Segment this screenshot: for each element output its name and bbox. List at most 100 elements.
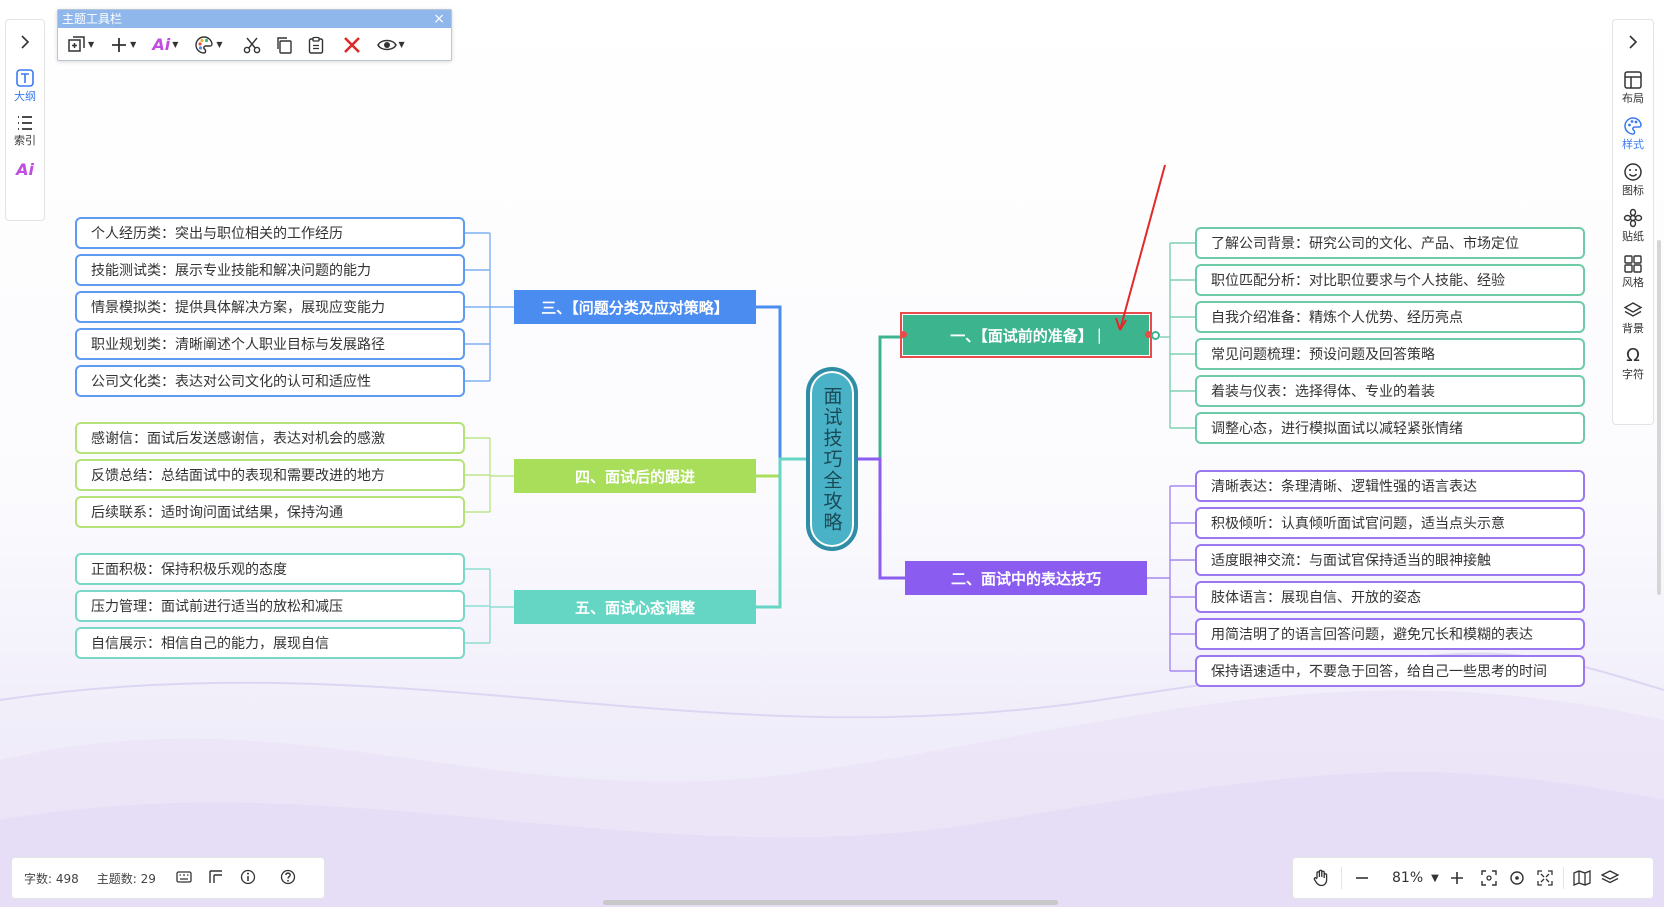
connector-line [858, 457, 905, 580]
subtopic-b2-4[interactable]: 肢体语言：展现自信、开放的姿态 [1195, 581, 1585, 613]
subtopic-b3-2[interactable]: 技能测试类：展示专业技能和解决问题的能力 [75, 254, 465, 286]
subtopic-label: 用简洁明了的语言回答问题，避免冗长和模糊的表达 [1211, 627, 1533, 643]
cut-button[interactable] [239, 31, 265, 59]
subtopic-b5-1[interactable]: 正面积极：保持积极乐观的态度 [75, 553, 465, 585]
status-bar: 字数: 498 主题数: 29 [11, 857, 325, 899]
subtopic-b2-6[interactable]: 保持语速适中，不要急于回答，给自己一些思考的时间 [1195, 655, 1585, 687]
branch-topic-4-label: 四、面试后的跟进 [574, 467, 695, 486]
info-icon[interactable] [240, 869, 256, 888]
vertical-scrollbar[interactable] [1657, 240, 1661, 595]
rail-stickers[interactable]: 贴纸 [1613, 208, 1653, 244]
sticker-icon [1623, 208, 1643, 228]
subtopic-b2-3[interactable]: 适度眼神交流：与面试官保持适当的眼神接触 [1195, 544, 1585, 576]
ai-icon: Ai [16, 160, 34, 179]
left-expand-button[interactable] [6, 34, 44, 50]
subtopic-b3-1[interactable]: 个人经历类：突出与职位相关的工作经历 [75, 217, 465, 249]
subtopic-b4-1[interactable]: 感谢信：面试后发送感谢信，表达对机会的感激 [75, 422, 465, 454]
copy-button[interactable] [271, 31, 297, 59]
view-button[interactable]: ▼ [373, 31, 409, 59]
branch-topic-3[interactable]: 三、【问题分类及应对策略】 [514, 290, 756, 324]
rail-style[interactable]: 样式 [1613, 116, 1653, 152]
zoom-toolbar: 81% ▼ [1292, 857, 1654, 899]
caret-down-icon: ▼ [88, 40, 95, 49]
subtopic-b1-3[interactable]: 自我介绍准备：精炼个人优势、经历亮点 [1195, 301, 1585, 333]
rail-icons[interactable]: 图标 [1613, 162, 1653, 198]
topic-toolbar: 主题工具栏 × ▼ ▼ Ai ▼ ▼ [57, 9, 452, 61]
subtopic-b5-2[interactable]: 压力管理：面试前进行适当的放松和减压 [75, 590, 465, 622]
layout-icon [1624, 71, 1642, 89]
subtopic-b2-1[interactable]: 清晰表达：条理清晰、逻辑性强的语言表达 [1195, 470, 1585, 502]
target-icon [1510, 871, 1524, 885]
subtopic-label: 着装与仪表：选择得体、专业的着装 [1211, 384, 1435, 400]
subtopic-label: 后续联系：适时询问面试结果，保持沟通 [91, 505, 343, 521]
collapse-toggle[interactable] [1151, 331, 1160, 340]
subtopic-b1-5[interactable]: 着装与仪表：选择得体、专业的着装 [1195, 375, 1585, 407]
subtopic-b2-5[interactable]: 用简洁明了的语言回答问题，避免冗长和模糊的表达 [1195, 618, 1585, 650]
delete-button[interactable] [339, 31, 365, 59]
subtopic-b1-1[interactable]: 了解公司背景：研究公司的文化、产品、市场定位 [1195, 227, 1585, 259]
toolbar-title-bar[interactable]: 主题工具栏 × [58, 10, 451, 28]
branch-topic-5-label: 五、面试心态调整 [574, 598, 695, 617]
selection-handle-left[interactable] [900, 331, 907, 338]
rail-characters[interactable]: Ω 字符 [1613, 346, 1653, 382]
branch-topic-1[interactable]: 一、【面试前的准备】 | [900, 312, 1152, 358]
subtopic-b1-6[interactable]: 调整心态，进行模拟面试以减轻紧张情绪 [1195, 412, 1585, 444]
ai-button[interactable]: Ai ▼ [148, 31, 182, 59]
rail-layout[interactable]: 布局 [1613, 70, 1653, 106]
right-expand-button[interactable] [1613, 34, 1653, 50]
caret-down-icon: ▼ [398, 40, 405, 49]
palette-button[interactable]: ▼ [190, 31, 226, 59]
zoom-level[interactable]: 81% [1392, 870, 1424, 886]
style-palette-icon [1624, 117, 1642, 135]
fit-screen-button[interactable] [1475, 864, 1503, 892]
topic-count: 主题数: 29 [96, 871, 156, 886]
rail-ai[interactable]: Ai [6, 160, 44, 179]
subtopic-b4-2[interactable]: 反馈总结：总结面试中的表现和需要改进的地方 [75, 459, 465, 491]
rail-index[interactable]: 索引 [6, 114, 44, 148]
map-icon [1573, 870, 1591, 886]
subtopic-b4-3[interactable]: 后续联系：适时询问面试结果，保持沟通 [75, 496, 465, 528]
palette-icon [195, 35, 214, 54]
subtopic-b1-2[interactable]: 职位匹配分析：对比职位要求与个人技能、经验 [1195, 264, 1585, 296]
structure-icon[interactable] [208, 869, 224, 888]
branch-topic-4[interactable]: 四、面试后的跟进 [514, 459, 756, 493]
insert-topic-button[interactable]: ▼ [64, 31, 98, 59]
subtopic-label: 技能测试类：展示专业技能和解决问题的能力 [91, 263, 371, 279]
subtopic-b5-3[interactable]: 自信展示：相信自己的能力，展现自信 [75, 627, 465, 659]
horizontal-scrollbar[interactable] [603, 900, 1058, 905]
subtopic-b2-2[interactable]: 积极倾听：认真倾听面试官问题，适当点头示意 [1195, 507, 1585, 539]
toolbar-title: 主题工具栏 [62, 12, 123, 26]
keyboard-icon[interactable] [176, 870, 192, 886]
help-icon[interactable] [280, 869, 296, 888]
rail-theme[interactable]: 风格 [1613, 254, 1653, 290]
toolbar-close-icon[interactable]: × [433, 11, 445, 27]
fullscreen-icon [1537, 870, 1553, 886]
paste-button[interactable] [303, 31, 329, 59]
subtopic-b3-3[interactable]: 情景模拟类：提供具体解决方案，展现应变能力 [75, 291, 465, 323]
text-cursor: | [1096, 326, 1102, 344]
subtopic-label: 反馈总结：总结面试中的表现和需要改进的地方 [91, 468, 385, 484]
zoom-out-button[interactable] [1348, 864, 1376, 892]
rail-outline[interactable]: 大纲 [6, 68, 44, 104]
zoom-in-button[interactable] [1443, 864, 1471, 892]
layers-icon [1600, 870, 1619, 884]
selection-handle-right[interactable] [1145, 331, 1152, 338]
central-topic[interactable]: 面试技巧全攻略 [806, 367, 858, 551]
divider [1341, 867, 1342, 889]
branch-topic-2[interactable]: 二、面试中的表达技巧 [905, 561, 1147, 595]
subtopic-label: 肢体语言：展现自信、开放的姿态 [1211, 590, 1421, 606]
add-button[interactable]: ▼ [106, 31, 140, 59]
subtopic-b1-4[interactable]: 常见问题梳理：预设问题及回答策略 [1195, 338, 1585, 370]
minimap-button[interactable] [1568, 864, 1596, 892]
hand-pan-button[interactable] [1307, 864, 1335, 892]
subtopic-label: 清晰表达：条理清晰、逻辑性强的语言表达 [1211, 479, 1477, 495]
subtopic-b3-4[interactable]: 职业规划类：清晰阐述个人职业目标与发展路径 [75, 328, 465, 360]
branch-topic-5[interactable]: 五、面试心态调整 [514, 590, 756, 624]
rail-background[interactable]: 背景 [1613, 300, 1653, 336]
layers-button[interactable] [1596, 864, 1624, 892]
subtopic-b3-5[interactable]: 公司文化类：表达对公司文化的认可和适应性 [75, 365, 465, 397]
locate-center-button[interactable] [1503, 864, 1531, 892]
zoom-dropdown-icon[interactable]: ▼ [1431, 872, 1439, 884]
fullscreen-button[interactable] [1531, 864, 1559, 892]
subtopic-label: 适度眼神交流：与面试官保持适当的眼神接触 [1211, 553, 1491, 569]
